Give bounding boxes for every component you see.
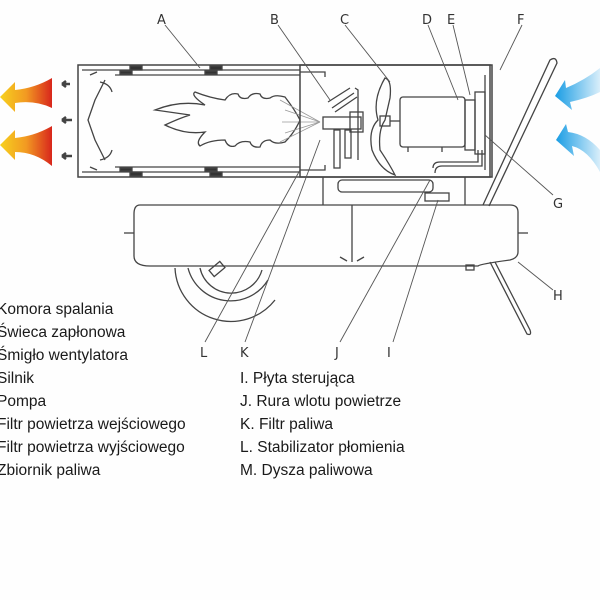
callout-i: I	[387, 346, 391, 360]
legend-left: Komora spalania Świeca zapłonowa Śmigło …	[0, 298, 186, 482]
legend-item: Zbiornik paliwa	[0, 462, 101, 479]
hot-air-arrow-icon	[0, 78, 52, 112]
callout-j: J	[334, 346, 339, 360]
legend-right: I. Płyta sterująca J. Rura wlotu powietr…	[240, 367, 405, 482]
callout-h: H	[553, 289, 563, 304]
legend-item: Śmigło wentylatora	[0, 347, 128, 364]
heater-diagram: A B C D E F G H L K J I	[0, 13, 600, 360]
callout-c: C	[340, 13, 349, 28]
callout-a: A	[157, 13, 166, 28]
callout-b: B	[270, 13, 279, 28]
wheel	[174, 260, 276, 323]
flame-icon	[152, 91, 301, 148]
callout-g: G	[553, 197, 563, 212]
legend-item: L. Stabilizator płomienia	[240, 439, 405, 456]
legend-item: M. Dysza paliwowa	[240, 462, 373, 479]
callout-e: E	[447, 13, 455, 28]
legend-item: J. Rura wlotu powietrze	[240, 393, 402, 410]
legend-item: Filtr powietrza wejściowego	[0, 416, 186, 433]
motor	[399, 96, 466, 148]
legend-item: Pompa	[0, 393, 47, 410]
combustion-chamber	[61, 64, 491, 178]
callout-k: K	[240, 346, 249, 360]
cold-air-arrow-icon	[556, 124, 600, 172]
handle	[482, 57, 558, 336]
legend-item: Komora spalania	[0, 301, 114, 318]
legend-item: I. Płyta sterująca	[240, 370, 355, 387]
legend-item: Świeca zapłonowa	[0, 324, 126, 341]
legend-item: Filtr powietrza wyjściowego	[0, 439, 185, 456]
legend-item: K. Filtr paliwa	[240, 416, 334, 433]
fuel-tank	[124, 177, 528, 271]
hot-air-arrow-icon	[0, 126, 52, 166]
callout-l: L	[200, 346, 208, 360]
callout-d: D	[422, 13, 432, 28]
fan-compartment	[299, 64, 493, 193]
cold-air-arrow-icon	[555, 68, 600, 110]
legend-item: Silnik	[0, 370, 35, 387]
callout-f: F	[517, 13, 524, 28]
fan-blade-icon	[370, 77, 397, 177]
